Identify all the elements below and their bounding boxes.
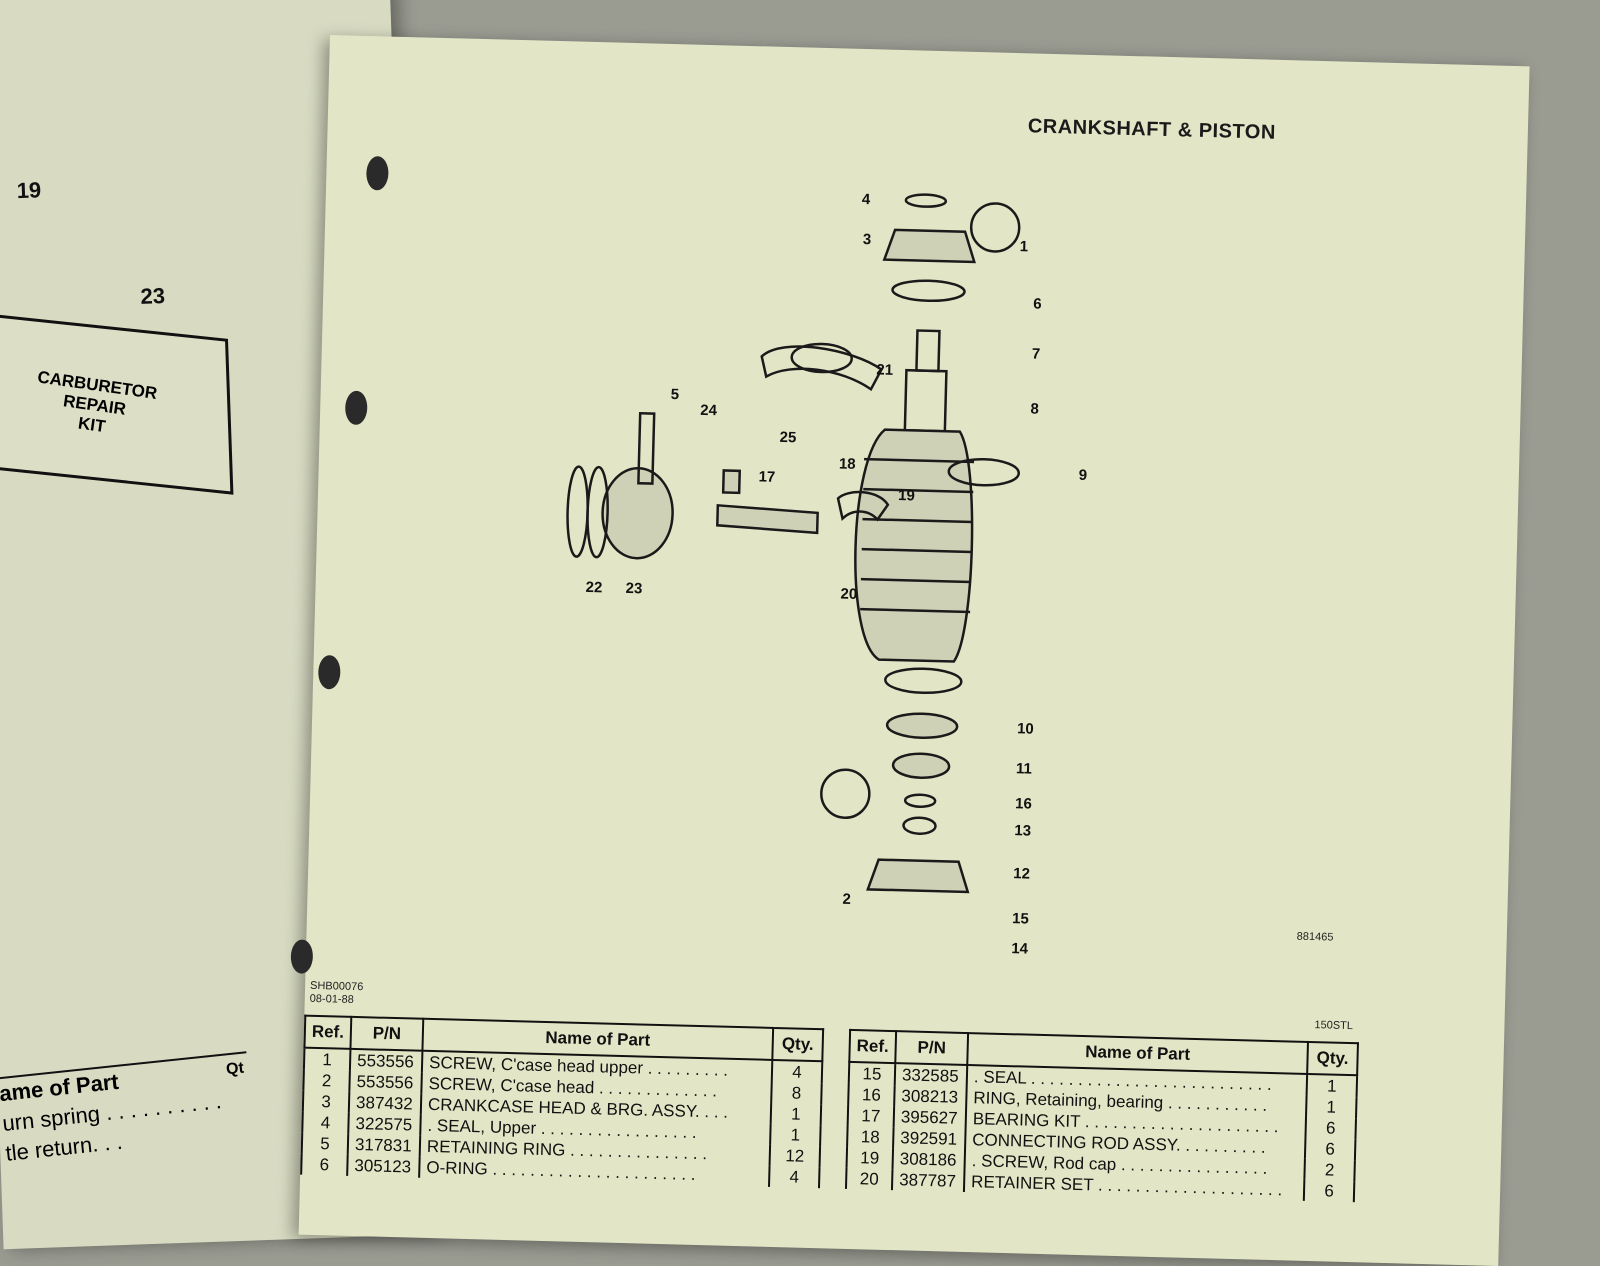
cell-qty: 8 <box>771 1081 822 1105</box>
callout-6: 6 <box>1033 296 1042 313</box>
cell-ref: 3 <box>302 1090 350 1113</box>
cell-ref: 4 <box>302 1111 349 1134</box>
callout-24: 24 <box>700 402 718 419</box>
callout-9: 9 <box>1079 467 1088 484</box>
cell-pn: 305123 <box>347 1154 420 1178</box>
col-qty: Qty. <box>772 1027 824 1062</box>
callout-3: 3 <box>863 231 872 248</box>
callout-15: 15 <box>1012 910 1029 927</box>
callout-19: 19 <box>898 487 915 504</box>
callout-13: 13 <box>1014 822 1031 839</box>
callout-11: 11 <box>1016 760 1032 777</box>
callout-23: 23 <box>625 580 642 597</box>
col-pn: P/N <box>350 1016 424 1051</box>
page-title: CRANKSHAFT & PISTON <box>1027 115 1277 144</box>
cell-ref: 20 <box>845 1167 893 1191</box>
doc-code: SHB00076 <box>309 979 364 994</box>
cell-ref: 6 <box>301 1153 348 1176</box>
cell-qty: 1 <box>770 1102 822 1126</box>
cell-ref: 16 <box>848 1083 895 1107</box>
cell-pn: 387787 <box>891 1169 965 1192</box>
cell-qty: 1 <box>770 1123 821 1147</box>
callout-4: 4 <box>862 191 871 208</box>
col-qty: Qty. <box>1307 1041 1358 1076</box>
callout-19: 19 <box>16 177 42 204</box>
cell-qty: 4 <box>768 1165 820 1189</box>
cell-ref: 5 <box>301 1132 349 1155</box>
cell-ref: 1 <box>303 1047 351 1071</box>
cell-pn: 392591 <box>893 1127 966 1151</box>
callout-22: 22 <box>585 579 602 596</box>
cell-pn: 387432 <box>348 1091 422 1115</box>
figure-number: 881465 <box>1296 930 1334 944</box>
callout-16: 16 <box>1015 795 1032 812</box>
doc-date: 08-01-88 <box>309 992 354 1006</box>
callout-25: 25 <box>779 429 796 446</box>
left-header-qty: Qt <box>225 1059 245 1079</box>
col-pn: P/N <box>895 1031 969 1066</box>
right-page: CRANKSHAFT & PISTON <box>290 35 1530 1266</box>
callout-2: 2 <box>842 891 851 908</box>
cell-qty: 1 <box>1306 1073 1358 1098</box>
cell-pn: 308213 <box>894 1085 967 1109</box>
callout-7: 7 <box>1032 345 1041 362</box>
model-code: 150STL <box>1314 1019 1354 1033</box>
cell-qty: 12 <box>769 1144 821 1168</box>
cell-qty: 6 <box>1304 1137 1356 1161</box>
col-ref: Ref. <box>849 1029 897 1064</box>
cell-pn: 308186 <box>892 1148 966 1171</box>
cell-pn: 395627 <box>893 1106 967 1130</box>
callout-20: 20 <box>840 586 857 603</box>
col-ref: Ref. <box>304 1015 352 1049</box>
callout-18: 18 <box>839 455 856 472</box>
cell-pn: 317831 <box>347 1133 421 1157</box>
cell-pn: 553556 <box>349 1070 422 1094</box>
binder-hole <box>344 390 368 426</box>
cell-qty: 1 <box>1306 1095 1357 1119</box>
cell-ref: 18 <box>847 1125 894 1149</box>
cell-ref: 17 <box>847 1104 895 1128</box>
cell-qty: 6 <box>1303 1179 1355 1203</box>
callout-23: 23 <box>140 283 166 309</box>
callout-8: 8 <box>1030 400 1039 417</box>
cell-ref: 19 <box>846 1146 894 1170</box>
cell-ref: 2 <box>303 1069 350 1092</box>
cell-pn: 553556 <box>349 1048 423 1073</box>
callout-1: 1 <box>1019 238 1028 255</box>
cell-qty: 4 <box>771 1059 823 1084</box>
binder-hole <box>317 654 341 690</box>
binder-hole <box>290 939 314 974</box>
callout-10: 10 <box>1017 720 1034 737</box>
callout-17: 17 <box>758 468 775 485</box>
cell-qty: 2 <box>1304 1158 1355 1182</box>
callout-21: 21 <box>876 361 893 378</box>
binder-hole <box>365 156 389 191</box>
callout-12: 12 <box>1013 865 1030 882</box>
cell-qty: 6 <box>1305 1116 1356 1140</box>
exploded-diagram: 1 2 3 4 5 6 7 8 9 10 11 12 13 14 15 16 1… <box>566 191 1088 958</box>
callout-14: 14 <box>1011 940 1029 957</box>
left-parts-table: ame of Part Qt urn spring . . . . . . . … <box>0 1051 256 1169</box>
cell-pn: 322575 <box>348 1112 421 1136</box>
callout-5: 5 <box>670 386 679 403</box>
cell-ref: 15 <box>848 1061 896 1086</box>
cell-pn: 332585 <box>894 1063 968 1088</box>
